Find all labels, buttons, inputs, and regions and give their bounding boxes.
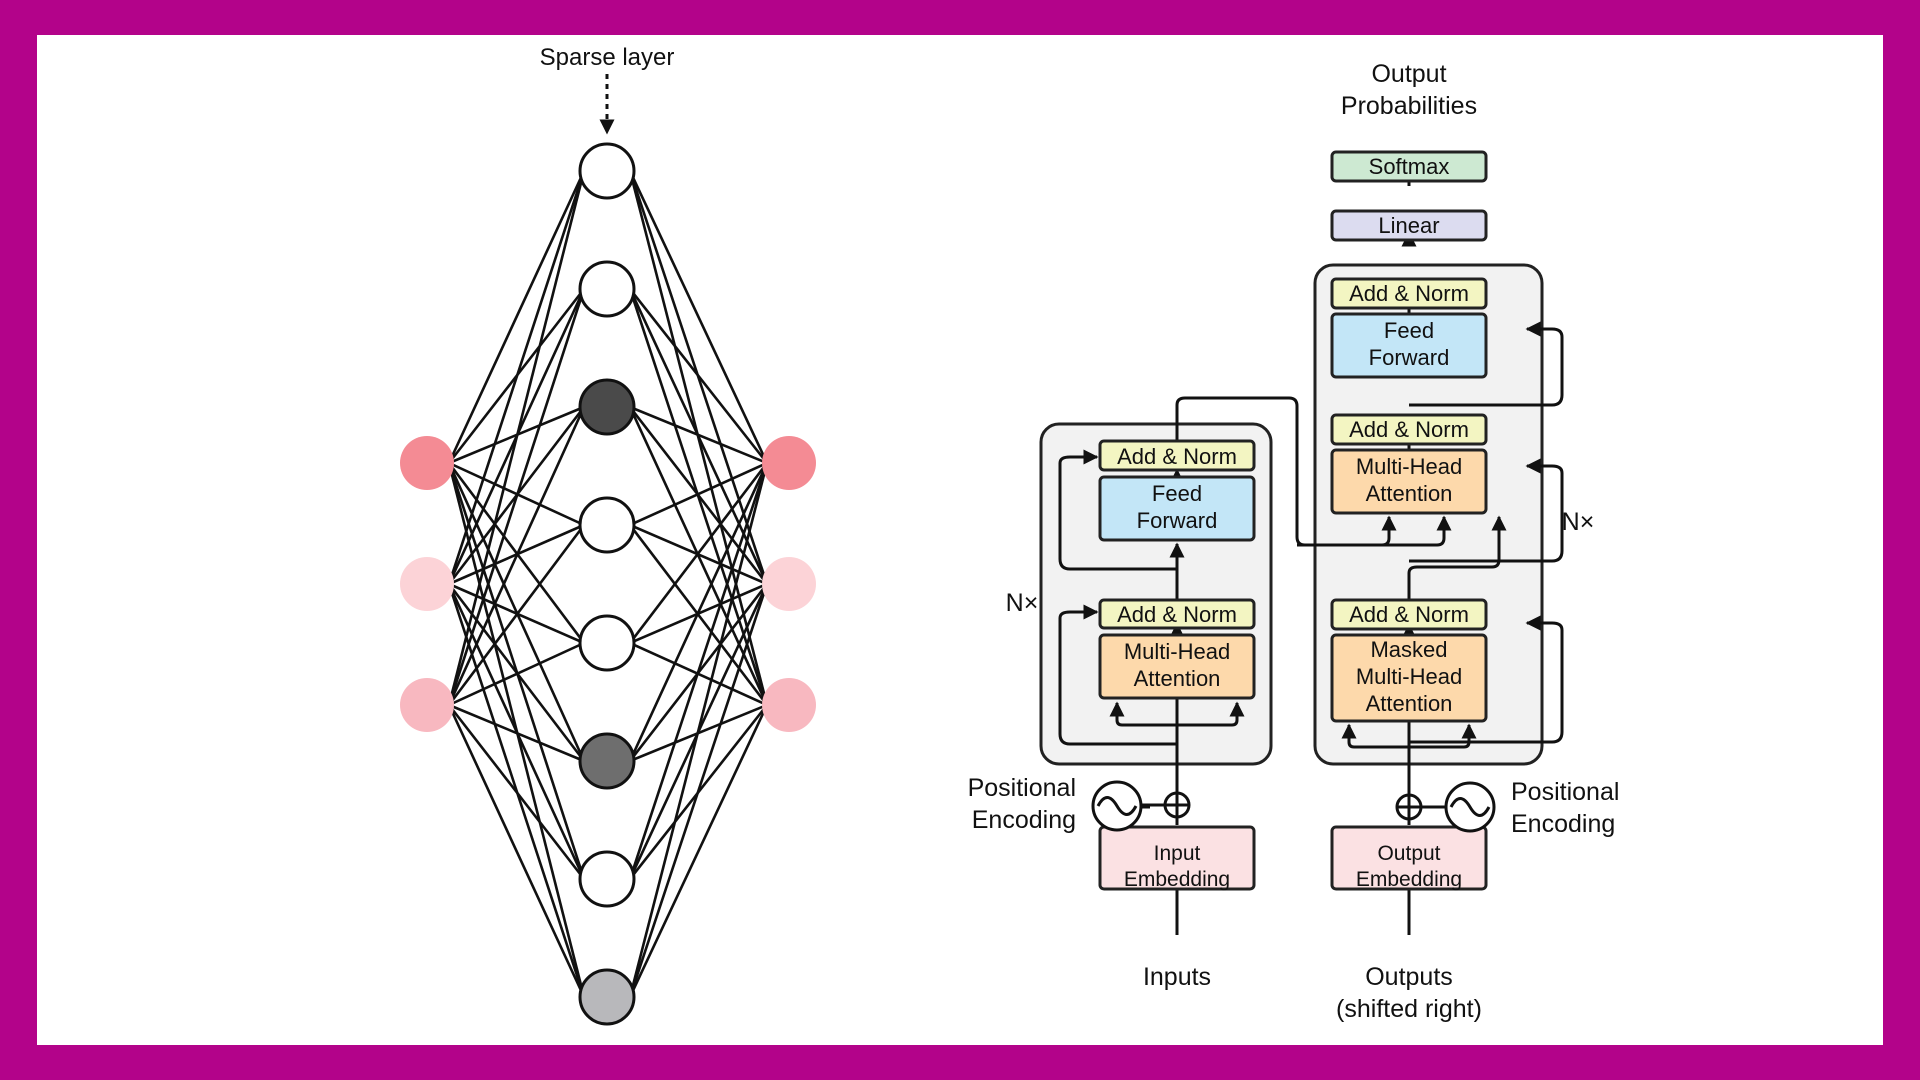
output-node-3 xyxy=(762,678,816,732)
decoder-add-norm-3 xyxy=(1330,277,1488,310)
softmax-label: Softmax xyxy=(1369,154,1450,179)
edge-in-2-2 xyxy=(447,406,586,706)
hidden-node-1 xyxy=(578,142,636,200)
decoder-add-circle xyxy=(1395,793,1423,821)
transformer-architecture: Input Embedding Multi-Head Attention Add… xyxy=(968,60,1620,1023)
encoder-nx-label: N× xyxy=(1006,589,1039,617)
edge-out-2-0 xyxy=(628,170,769,706)
masked-attention-label-3: Attention xyxy=(1366,691,1453,716)
input-node-2 xyxy=(400,557,454,611)
encoder-add-norm-2-label: Add & Norm xyxy=(1117,444,1237,469)
hidden-node-5 xyxy=(578,614,636,672)
decoder-add-norm-1 xyxy=(1330,598,1488,631)
diagram-canvas: Sparse layer xyxy=(37,35,1883,1045)
decoder-ff-label-2: Forward xyxy=(1369,345,1450,370)
masked-attention-label-2: Multi-Head xyxy=(1356,664,1462,689)
inputs-label: Inputs xyxy=(1143,963,1211,991)
hidden-node-4 xyxy=(578,496,636,554)
edge-out-2-1 xyxy=(628,288,769,706)
encoder-feed-forward xyxy=(1098,475,1256,542)
output-probabilities-label-2: Probabilities xyxy=(1341,92,1477,120)
decoder-ff-label-1: Feed xyxy=(1384,318,1434,343)
diagram-svg: Sparse layer xyxy=(400,44,1620,1026)
encoder-positional-label-1: Positional xyxy=(968,774,1076,802)
encoder-embedding-label-1: Input xyxy=(1154,842,1201,865)
encoder-embedding-label-2: Embedding xyxy=(1124,868,1230,891)
output-probabilities-label-1: Output xyxy=(1371,60,1446,88)
network-nodes xyxy=(400,142,816,1026)
encoder-add-norm-2 xyxy=(1098,439,1256,472)
cross-attention-label-1: Multi-Head xyxy=(1356,454,1462,479)
softmax-box xyxy=(1330,150,1488,183)
hidden-node-7 xyxy=(578,850,636,908)
decoder-add-norm-3-label: Add & Norm xyxy=(1349,281,1469,306)
input-node-1 xyxy=(400,436,454,490)
decoder-embedding-label-2: Embedding xyxy=(1356,868,1462,891)
edge-in-2-6 xyxy=(447,704,586,880)
edge-out-2-6 xyxy=(628,704,769,880)
sparse-layer-label: Sparse layer xyxy=(540,44,675,71)
cross-attention-label-2: Attention xyxy=(1366,481,1453,506)
sparse-network: Sparse layer xyxy=(400,44,816,1026)
decoder-output-embedding xyxy=(1330,825,1488,891)
decoder-positional-label-2: Encoding xyxy=(1511,810,1615,838)
encoder-positional-label-2: Encoding xyxy=(972,806,1076,834)
network-edges xyxy=(447,170,769,998)
edge-out-2-4 xyxy=(629,641,768,707)
input-node-3 xyxy=(400,678,454,732)
encoder-positional-wave-icon xyxy=(1091,780,1143,832)
edge-out-2-7 xyxy=(628,704,769,998)
output-node-2 xyxy=(762,557,816,611)
edge-out-2-3 xyxy=(628,524,769,706)
encoder-add-norm-1 xyxy=(1098,598,1256,630)
edge-in-2-1 xyxy=(447,288,586,706)
edge-out-2-5 xyxy=(629,703,768,763)
edge-out-1-0 xyxy=(628,170,769,585)
encoder-ff-label-2: Forward xyxy=(1137,508,1218,533)
encoder-add-norm-1-label: Add & Norm xyxy=(1117,602,1237,627)
decoder-add-norm-2 xyxy=(1330,413,1488,446)
output-node-1 xyxy=(762,436,816,490)
encoder-attention-label-1: Multi-Head xyxy=(1124,639,1230,664)
masked-attention-label-1: Masked xyxy=(1370,637,1447,662)
linear-box xyxy=(1330,209,1488,242)
hidden-node-6 xyxy=(578,732,636,790)
encoder-ff-label-1: Feed xyxy=(1152,481,1202,506)
edge-in-2-4 xyxy=(448,641,585,707)
hidden-node-3 xyxy=(578,378,636,436)
outputs-label-2: (shifted right) xyxy=(1336,995,1482,1023)
outputs-label-1: Outputs xyxy=(1365,963,1453,991)
decoder-embedding-label-1: Output xyxy=(1377,842,1440,865)
decoder-nx-label: N× xyxy=(1562,508,1595,536)
edge-in-2-5 xyxy=(448,703,585,763)
decoder-add-norm-2-label: Add & Norm xyxy=(1349,417,1469,442)
linear-label: Linear xyxy=(1378,213,1439,238)
encoder-add-circle xyxy=(1163,791,1191,819)
decoder-cross-attention xyxy=(1330,448,1488,515)
hidden-node-2 xyxy=(578,260,636,318)
encoder-input-embedding xyxy=(1098,825,1256,891)
edge-out-0-0 xyxy=(628,170,769,464)
edge-in-2-0 xyxy=(447,170,586,706)
decoder-masked-attention xyxy=(1330,633,1488,723)
edge-in-1-0 xyxy=(447,170,586,585)
encoder-attention-label-2: Attention xyxy=(1134,666,1221,691)
decoder-positional-wave-icon xyxy=(1444,781,1496,833)
encoder-attention xyxy=(1098,633,1256,700)
decoder-feed-forward xyxy=(1330,312,1488,379)
edge-out-2-2 xyxy=(628,406,769,706)
edge-in-0-0 xyxy=(447,170,586,464)
edge-in-2-7 xyxy=(447,704,586,998)
decoder-positional-label-1: Positional xyxy=(1511,778,1619,806)
hidden-node-8 xyxy=(578,968,636,1026)
edge-in-2-3 xyxy=(447,524,586,706)
decoder-add-norm-1-label: Add & Norm xyxy=(1349,602,1469,627)
